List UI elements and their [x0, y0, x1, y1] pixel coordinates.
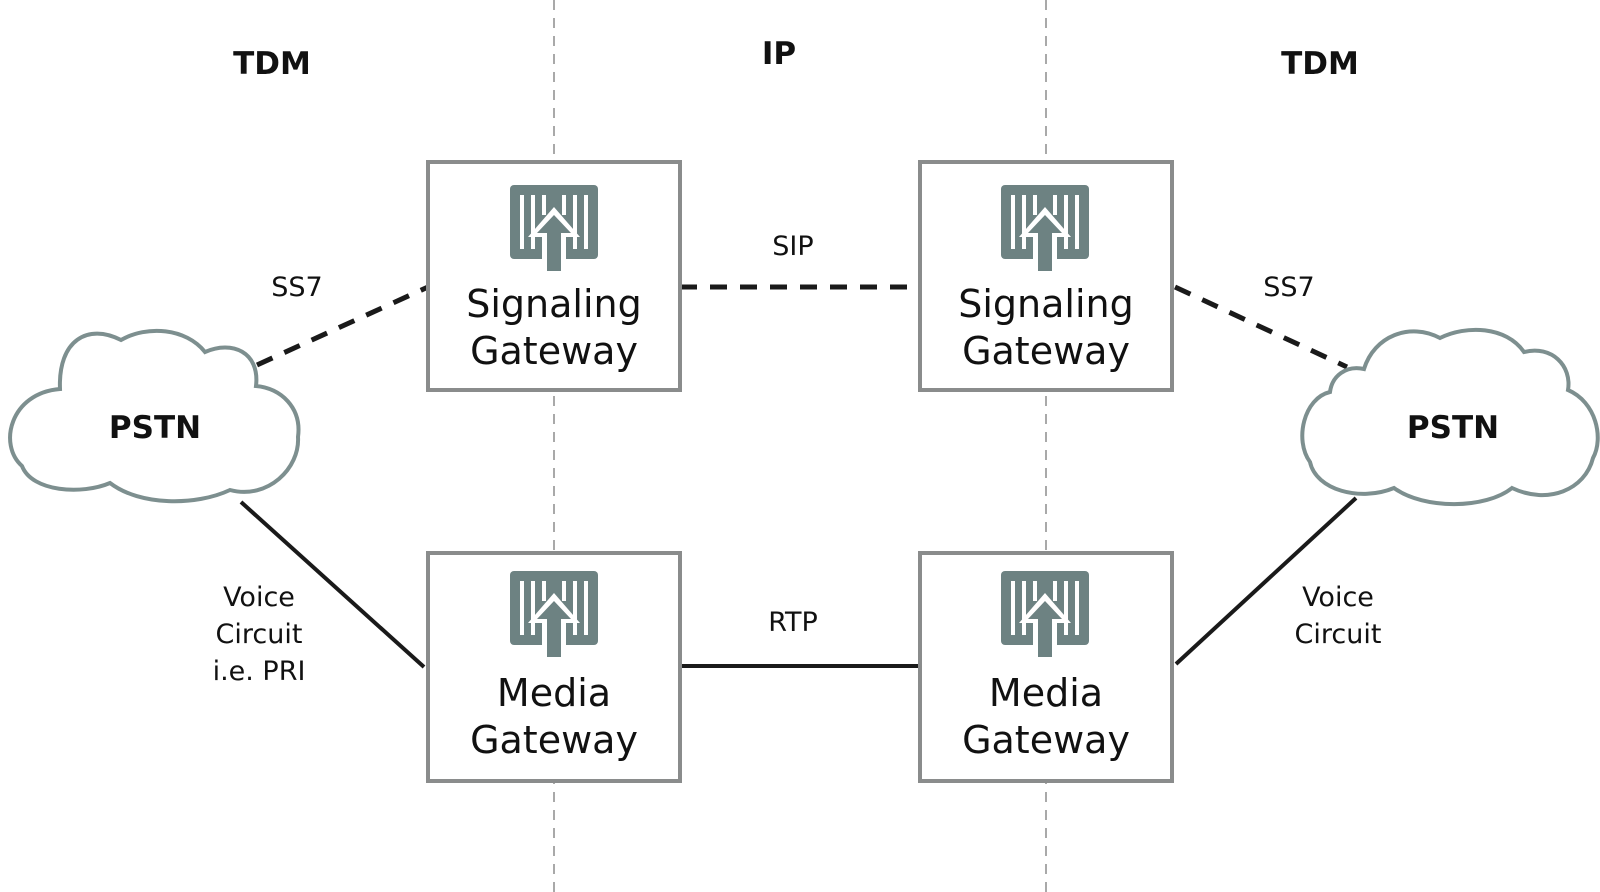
gateway-label-line1: Signaling	[466, 282, 642, 326]
gateway-upload-icon	[510, 185, 598, 271]
gateway-label-line2: Gateway	[962, 718, 1130, 762]
ss7-link-left	[255, 284, 430, 368]
ss7-label-left: SS7	[271, 272, 322, 303]
gateway-label-line1: Media	[497, 671, 611, 715]
pstn-label-left: PSTN	[109, 410, 201, 446]
pstn-label-right: PSTN	[1407, 410, 1499, 446]
gateway-label-line2: Gateway	[470, 329, 638, 373]
voice-circuit-link-left	[239, 500, 426, 669]
zone-label-middle: IP	[762, 36, 796, 72]
gateway-label-line1: Media	[989, 671, 1103, 715]
gateway-label-line2: Gateway	[470, 718, 638, 762]
voice-circuit-label-left-line3: i.e. PRI	[213, 656, 306, 687]
voice-circuit-label-left-line1: Voice	[223, 582, 295, 613]
zone-label-right: TDM	[1281, 46, 1359, 82]
sip-label: SIP	[772, 231, 813, 262]
zone-label-left: TDM	[233, 46, 311, 82]
cloud-icon	[1300, 327, 1600, 507]
gateway-label-line2: Gateway	[962, 329, 1130, 373]
voice-circuit-label-right-line1: Voice	[1302, 582, 1374, 613]
gateway-upload-icon	[1001, 185, 1089, 271]
gateway-upload-icon	[1001, 571, 1089, 657]
voice-circuit-label-right-line2: Circuit	[1295, 619, 1382, 650]
media-gateway-right: Media Gateway	[918, 551, 1174, 783]
gateway-label-line1: Signaling	[958, 282, 1134, 326]
signaling-gateway-right: Signaling Gateway	[918, 160, 1174, 392]
ss7-label-right: SS7	[1263, 272, 1314, 303]
media-gateway-left: Media Gateway	[426, 551, 682, 783]
ss7-link-right	[1173, 284, 1349, 370]
rtp-label: RTP	[768, 607, 818, 638]
pstn-cloud-right: PSTN	[1300, 327, 1600, 507]
gateway-upload-icon	[510, 571, 598, 657]
voice-circuit-label-left-line2: Circuit	[216, 619, 303, 650]
pstn-cloud-left: PSTN	[8, 328, 301, 504]
signaling-gateway-left: Signaling Gateway	[426, 160, 682, 392]
cloud-icon	[8, 328, 301, 504]
voice-circuit-link-right	[1174, 496, 1358, 666]
